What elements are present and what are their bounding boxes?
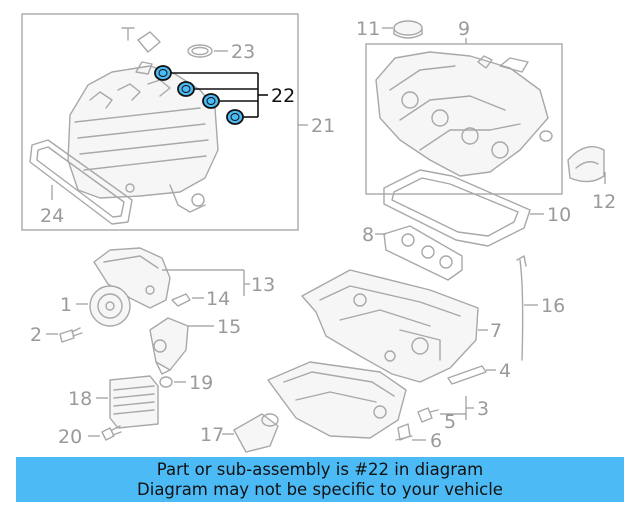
callout-18: 18 [68, 388, 92, 410]
callout-14: 14 [206, 288, 230, 310]
intake-gasket-24 [29, 139, 133, 225]
callout-11: 11 [356, 18, 380, 40]
valve-cover-gasket-10 [383, 169, 531, 247]
callout-20: 20 [58, 426, 82, 448]
callout-12: 12 [592, 191, 616, 213]
oil-filter-17 [233, 413, 279, 453]
callout-8: 8 [362, 224, 374, 246]
callout-2: 2 [30, 324, 42, 346]
part-5 [417, 407, 439, 423]
housing-15 [149, 317, 189, 375]
banner-line-2: Diagram may not be specific to your vehi… [137, 479, 503, 499]
dipstick-16 [516, 255, 527, 361]
callout-10: 10 [547, 204, 571, 226]
callout-19: 19 [189, 372, 213, 394]
lower-oil-pan-3 [267, 361, 407, 439]
callout-7: 7 [490, 320, 502, 342]
callout-15: 15 [217, 316, 241, 338]
part-4 [447, 365, 487, 385]
upper-oil-pan-7 [301, 269, 479, 383]
intake-manifold-group-box [21, 13, 299, 231]
parts-diagram: 21 24 23 [21, 13, 616, 453]
callout-3: 3 [477, 398, 489, 420]
callout-22: 22 [271, 85, 295, 107]
oring-23 [187, 44, 213, 58]
callout-22-leaders [171, 72, 268, 118]
callout-1: 1 [60, 294, 72, 316]
callout-4: 4 [499, 360, 511, 382]
drain-plug-6 [395, 423, 413, 441]
valve-cover-group-box [365, 43, 563, 195]
intake-manifold [67, 27, 219, 213]
timing-cover-12 [567, 146, 605, 183]
oil-cooler-18 [109, 375, 159, 429]
callout-16: 16 [541, 295, 565, 317]
callout-5: 5 [444, 411, 456, 433]
callout-17: 17 [200, 424, 224, 446]
valve-cover [375, 51, 553, 177]
callout-13: 13 [251, 274, 275, 296]
banner-line-1: Part or sub-assembly is #22 in diagram [156, 459, 484, 479]
bolt-2 [59, 327, 83, 343]
callout-9: 9 [458, 18, 470, 40]
oring-19 [159, 376, 173, 388]
bolt-20 [101, 425, 122, 441]
callout-21: 21 [311, 115, 335, 137]
gasket-8 [383, 225, 463, 281]
callout-6: 6 [430, 430, 442, 452]
oil-cap-11 [393, 20, 423, 39]
callout-23: 23 [231, 41, 255, 63]
callout-24: 24 [40, 205, 64, 227]
pulley-1 [89, 285, 131, 327]
info-banner: Part or sub-assembly is #22 in diagram D… [16, 457, 624, 502]
gasket-14 [171, 293, 191, 307]
